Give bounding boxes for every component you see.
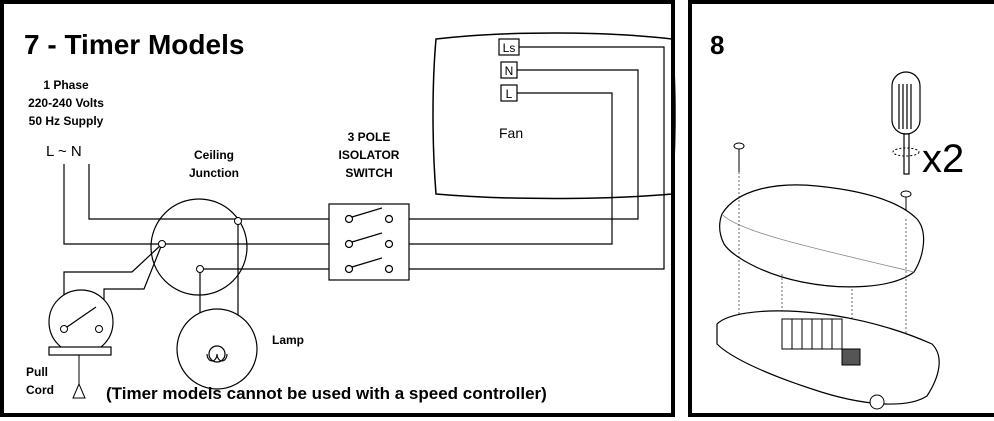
lamp-coil-icon <box>208 345 226 363</box>
wiring-diagram-panel: 7 - Timer Models 1 Phase 220-240 Volts 5… <box>0 0 676 417</box>
switch-contact <box>60 325 68 333</box>
screw-icon <box>733 142 912 219</box>
fan-label: Fan <box>499 125 523 141</box>
isolator-contacts <box>344 207 394 274</box>
timer-note: (Timer models cannot be used with a spee… <box>106 384 547 403</box>
pull-cord-base <box>48 346 112 356</box>
pull-label: Pull <box>26 365 48 379</box>
wires <box>63 46 665 350</box>
cover-outline <box>719 184 925 288</box>
switch-lever <box>66 306 97 328</box>
rotation-arrow-icon <box>892 147 920 157</box>
terminal-n-label: N <box>505 64 514 78</box>
lamp-label: Lamp <box>272 333 304 347</box>
switch-contact <box>95 325 103 333</box>
supply-label-hz: 50 Hz Supply <box>29 114 104 128</box>
cord-label: Cord <box>26 383 54 397</box>
ceiling-label: Ceiling <box>194 148 234 162</box>
isolator-label-3: SWITCH <box>345 166 392 180</box>
supply-label-volts: 220-240 Volts <box>28 96 104 110</box>
terminal-block-icon <box>781 318 861 366</box>
isolator-label-2: ISOLATOR <box>339 148 400 162</box>
cable-entry-icon <box>869 394 885 410</box>
junction-label: Junction <box>189 166 239 180</box>
lamp-circle <box>176 308 258 390</box>
step-number: 8 <box>710 30 724 60</box>
assembly-illustration: 8 x2 <box>710 30 964 410</box>
screwdriver-icon <box>891 71 921 175</box>
terminal-ls-label: Ls <box>503 41 516 55</box>
assembly-panel: 8 x2 <box>688 0 994 417</box>
supply-terminals-label: L ~ N <box>46 143 82 160</box>
junction-node <box>234 217 242 225</box>
junction-node <box>196 265 204 273</box>
isolator-label-1: 3 POLE <box>348 130 391 144</box>
fan-outline <box>432 32 676 200</box>
pull-cord-handle-icon <box>72 382 86 399</box>
supply-label-phase: 1 Phase <box>43 78 89 92</box>
multiplier-label: x2 <box>922 137 964 181</box>
isolator-switch-box <box>328 203 410 281</box>
terminal-l-label: L <box>506 87 513 101</box>
wiring-diagram: 7 - Timer Models 1 Phase 220-240 Volts 5… <box>24 29 676 403</box>
base-outline <box>716 310 940 405</box>
cover-edge <box>721 213 915 273</box>
ceiling-junction-circle <box>150 198 248 296</box>
pull-cord-switch-circle <box>48 289 114 355</box>
panel-title: 7 - Timer Models <box>24 29 244 60</box>
junction-node <box>158 240 166 248</box>
lamp-filament <box>206 353 228 362</box>
